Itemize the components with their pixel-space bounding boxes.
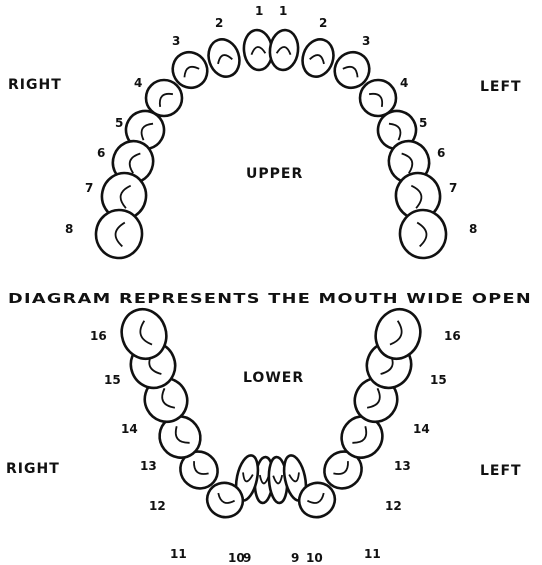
upper-right-tooth-number: 8 <box>65 222 73 236</box>
upper-right-tooth-2 <box>204 35 244 80</box>
upper-left-label: LEFT <box>480 79 522 95</box>
upper-left-tooth-2 <box>298 35 338 80</box>
lower-right-label: RIGHT <box>6 461 60 477</box>
lower-right-tooth-number: 11 <box>170 547 187 561</box>
upper-right-tooth-number: 7 <box>85 181 93 195</box>
upper-right-label: RIGHT <box>8 77 62 93</box>
upper-left-tooth-number: 2 <box>319 16 327 30</box>
lower-left-tooth-number: 16 <box>444 329 461 343</box>
upper-jaw <box>94 29 449 261</box>
upper-jaw-label: UPPER <box>246 166 303 182</box>
upper-left-tooth-number: 5 <box>419 116 427 130</box>
lower-right-tooth-number: 13 <box>140 459 157 473</box>
lower-right-tooth-number: 15 <box>104 373 121 387</box>
lower-left-tooth-number: 14 <box>413 422 430 436</box>
lower-left-tooth-number: 11 <box>364 547 381 561</box>
upper-left-tooth-number: 1 <box>279 4 287 18</box>
upper-right-tooth-number: 3 <box>172 34 180 48</box>
lower-right-tooth-number: 14 <box>121 422 138 436</box>
lower-jaw-label: LOWER <box>243 370 304 386</box>
lower-right-tooth-number: 9 <box>291 551 299 565</box>
lower-left-tooth-number: 13 <box>394 459 411 473</box>
lower-right-tooth-number: 12 <box>149 499 166 513</box>
lower-left-tooth-number: 10 <box>306 551 323 565</box>
diagram-caption: DIAGRAM REPRESENTS THE MOUTH WIDE OPEN <box>8 291 532 307</box>
lower-left-tooth-number: 9 <box>243 551 251 565</box>
upper-left-tooth-number: 3 <box>362 34 370 48</box>
lower-left-tooth-number: 12 <box>385 499 402 513</box>
upper-left-tooth-number: 4 <box>400 76 408 90</box>
upper-right-tooth-number: 1 <box>255 4 263 18</box>
lower-left-label: LEFT <box>480 463 522 479</box>
lower-left-tooth-number: 15 <box>430 373 447 387</box>
lower-right-tooth-number: 16 <box>90 329 107 343</box>
upper-right-tooth-number: 5 <box>115 116 123 130</box>
upper-left-tooth-1 <box>268 29 300 72</box>
upper-left-tooth-number: 6 <box>437 146 445 160</box>
upper-left-tooth-number: 7 <box>449 181 457 195</box>
upper-left-tooth-number: 8 <box>469 222 477 236</box>
upper-right-tooth-number: 6 <box>97 146 105 160</box>
upper-right-tooth-number: 2 <box>215 16 223 30</box>
upper-right-tooth-number: 4 <box>134 76 142 90</box>
lower-jaw <box>115 303 426 523</box>
